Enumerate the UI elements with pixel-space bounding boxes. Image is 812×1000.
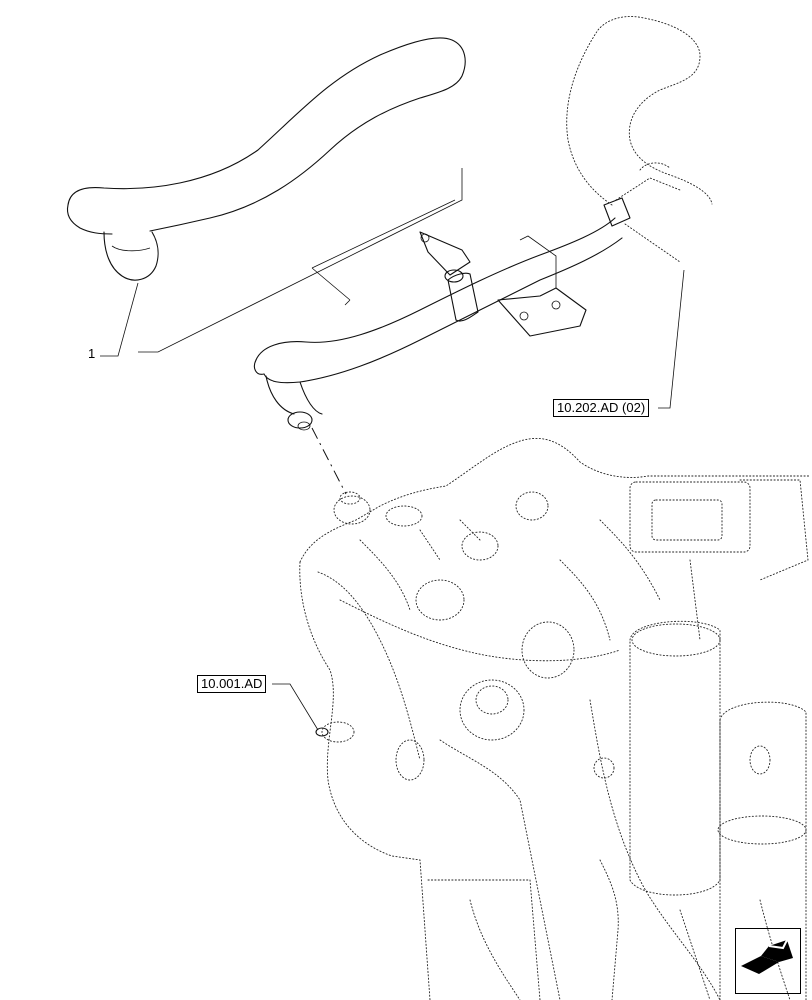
hose-assembly bbox=[253, 16, 713, 431]
engine-block bbox=[299, 437, 811, 1000]
next-page-arrow-icon bbox=[741, 939, 793, 974]
ref-top-leader bbox=[658, 269, 685, 409]
hose-detail bbox=[66, 37, 466, 281]
item-1-label: 1 bbox=[88, 346, 96, 361]
ref-10-202-ad-02-label[interactable]: 10.202.AD (02) bbox=[553, 399, 650, 417]
assembly-line bbox=[311, 427, 347, 495]
item-1-leader bbox=[100, 282, 139, 357]
ref-10-001-ad-label[interactable]: 10.001.AD bbox=[197, 675, 267, 693]
guide-lines bbox=[138, 168, 463, 353]
next-page-button[interactable] bbox=[735, 928, 801, 994]
ref-left-leader bbox=[272, 683, 319, 731]
ref-left-target bbox=[315, 727, 329, 737]
